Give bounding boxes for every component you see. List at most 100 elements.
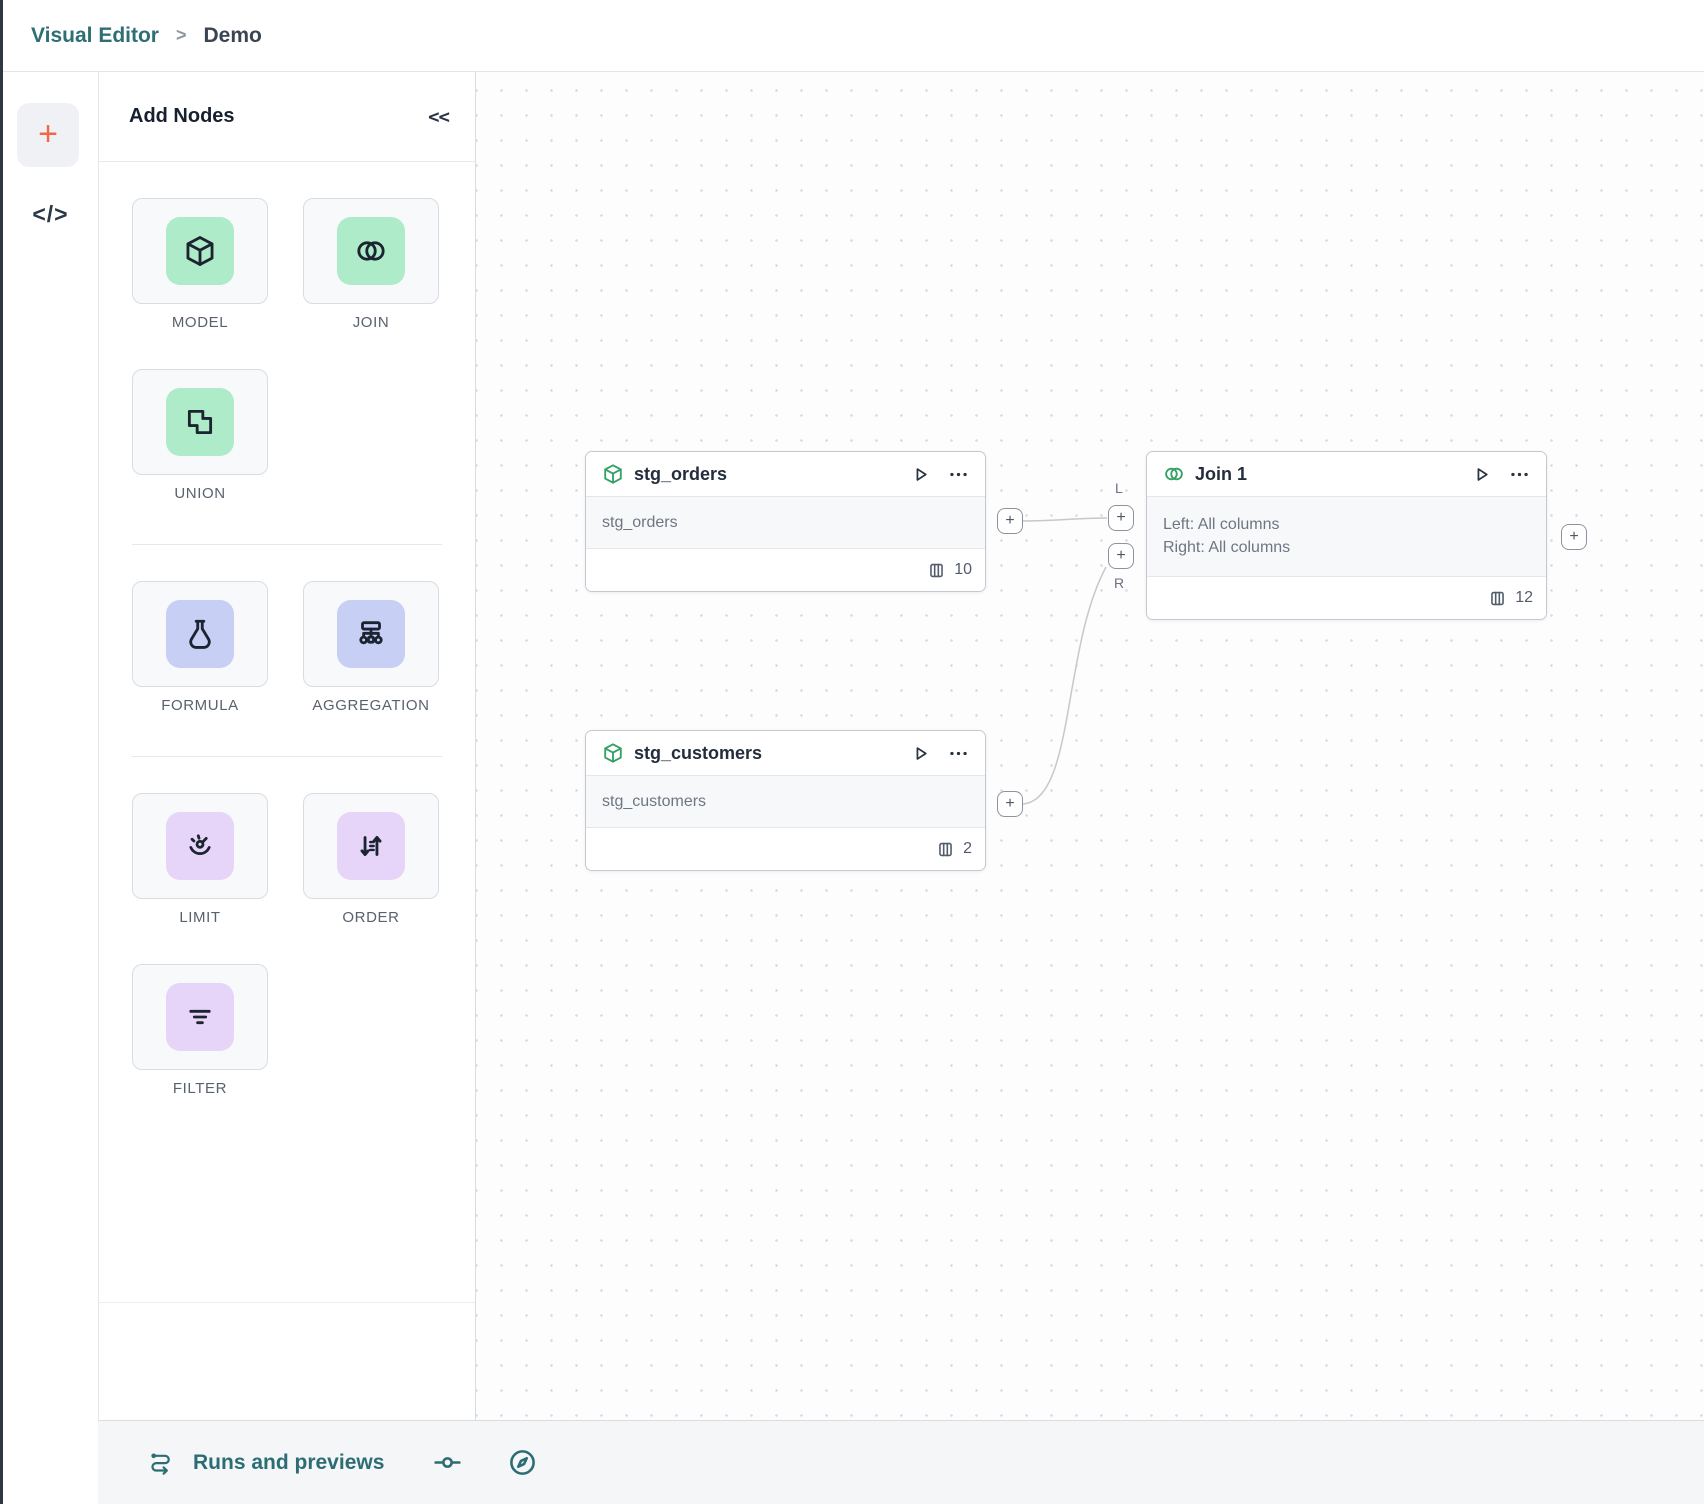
node-tile-union[interactable]: UNION: [132, 369, 268, 502]
cube-icon: [186, 236, 214, 266]
commit-icon-button[interactable]: [432, 1447, 463, 1478]
union-shapes-icon: [187, 409, 213, 435]
column-count: 2: [963, 840, 972, 857]
breadcrumb-separator: >: [175, 25, 187, 45]
node-source-name: stg_customers: [602, 792, 707, 810]
node-stg-customers[interactable]: stg_customers stg_customers 2: [585, 730, 986, 871]
group-divider: [132, 544, 442, 545]
bottom-bar: Runs and previews: [98, 1420, 1704, 1504]
tile-label: MODEL: [171, 314, 229, 331]
panel-body: MODEL JOIN UNION: [99, 162, 475, 1097]
node-tile-order[interactable]: ORDER: [303, 793, 439, 926]
add-nodes-header: Add Nodes <<: [99, 72, 475, 162]
node-tile-limit[interactable]: LIMIT: [132, 793, 268, 926]
panel-bottom-divider: [99, 1302, 475, 1303]
ellipsis-icon: [950, 751, 967, 755]
code-view-button[interactable]: </>: [3, 194, 98, 234]
tile-label: ORDER: [342, 909, 400, 926]
node-join-1[interactable]: Join 1 Left: All columns Right: All colu…: [1146, 451, 1547, 620]
port-stg-customers-output[interactable]: +: [997, 791, 1023, 817]
join-circles-icon: [1165, 467, 1183, 481]
run-node-button[interactable]: [910, 743, 931, 764]
node-tile-aggregation[interactable]: AGGREGATION: [303, 581, 439, 714]
port-join-output[interactable]: +: [1561, 524, 1587, 550]
node-title: stg_orders: [634, 463, 728, 484]
column-count: 10: [954, 561, 972, 578]
group-divider: [132, 756, 442, 757]
join-left-summary: Left: All columns: [1163, 516, 1280, 533]
node-title: Join 1: [1195, 463, 1248, 484]
node-header: stg_customers: [586, 731, 985, 776]
cube-icon: [604, 464, 622, 484]
runs-and-previews-tab[interactable]: Runs and previews: [193, 1450, 385, 1474]
hierarchy-icon: [359, 621, 383, 645]
node-footer: 12: [1147, 577, 1546, 619]
compass-icon-button[interactable]: [507, 1447, 538, 1478]
play-icon: [916, 467, 927, 481]
join-circles-icon: [357, 241, 385, 261]
flask-icon: [189, 619, 211, 649]
compass-icon: [510, 1450, 536, 1475]
filter-lines-icon: [189, 1009, 211, 1025]
tile-group-transform: FORMULA AGGREGATION: [132, 581, 442, 714]
sort-arrows-icon: [360, 835, 382, 857]
node-header: Join 1: [1147, 452, 1546, 497]
port-left-label: L: [1115, 480, 1123, 496]
runs-route-icon: [151, 1453, 170, 1475]
port-join-left-input[interactable]: +: [1108, 505, 1134, 531]
node-source-name: stg_orders: [602, 513, 678, 531]
node-tile-filter[interactable]: FILTER: [132, 964, 268, 1097]
tile-label: FILTER: [172, 1080, 228, 1097]
cube-icon: [604, 743, 622, 763]
node-menu-button[interactable]: [948, 743, 969, 764]
columns-icon: [930, 563, 944, 577]
edge-orders-to-join-left: [1022, 517, 1108, 522]
node-tile-join[interactable]: JOIN: [303, 198, 439, 331]
tile-group-sources: MODEL JOIN UNION: [132, 198, 442, 502]
collapse-panel-button[interactable]: <<: [428, 105, 450, 128]
tile-label: LIMIT: [179, 909, 221, 926]
tile-label: AGGREGATION: [312, 697, 430, 714]
run-node-button[interactable]: [910, 464, 931, 485]
join-right-summary: Right: All columns: [1163, 539, 1291, 556]
node-body: Left: All columns Right: All columns: [1147, 497, 1546, 577]
port-stg-orders-output[interactable]: +: [997, 508, 1023, 534]
node-menu-button[interactable]: [1509, 464, 1530, 485]
gauge-icon: [189, 834, 211, 855]
ellipsis-icon: [950, 472, 967, 476]
node-tile-formula[interactable]: FORMULA: [132, 581, 268, 714]
node-footer: 2: [586, 828, 985, 870]
code-icon: </>: [32, 200, 69, 227]
plus-icon: +: [38, 114, 58, 153]
tile-label: FORMULA: [161, 697, 239, 714]
columns-icon: [939, 842, 952, 856]
port-join-right-input[interactable]: +: [1108, 543, 1134, 569]
node-tile-model[interactable]: MODEL: [132, 198, 268, 331]
window-left-border: [0, 0, 3, 1504]
tile-group-shape: LIMIT ORDER: [132, 793, 442, 1097]
add-nodes-panel: Add Nodes << MODEL: [98, 72, 476, 1420]
node-header: stg_orders: [586, 452, 985, 497]
play-icon: [916, 746, 927, 760]
run-node-button[interactable]: [1471, 464, 1492, 485]
columns-icon: [1491, 591, 1505, 605]
column-count: 12: [1515, 589, 1533, 606]
breadcrumb-visual-editor[interactable]: Visual Editor: [31, 23, 159, 47]
play-icon: [1477, 467, 1488, 481]
flow-canvas[interactable]: stg_orders stg_orders 10: [476, 72, 1704, 1420]
port-right-label: R: [1114, 575, 1125, 591]
git-commit-icon: [434, 1457, 462, 1468]
ellipsis-icon: [1511, 472, 1528, 476]
node-menu-button[interactable]: [948, 464, 969, 485]
add-node-button[interactable]: +: [17, 103, 79, 167]
node-title: stg_customers: [634, 742, 763, 763]
breadcrumb-current: Demo: [203, 23, 262, 47]
left-rail: + </>: [3, 72, 98, 1504]
node-body: stg_orders: [586, 497, 985, 549]
edge-customers-to-join-right: [1022, 566, 1107, 805]
top-header: Visual Editor > Demo: [3, 0, 1704, 72]
node-body: stg_customers: [586, 776, 985, 828]
node-stg-orders[interactable]: stg_orders stg_orders 10: [585, 451, 986, 592]
node-footer: 10: [586, 549, 985, 591]
